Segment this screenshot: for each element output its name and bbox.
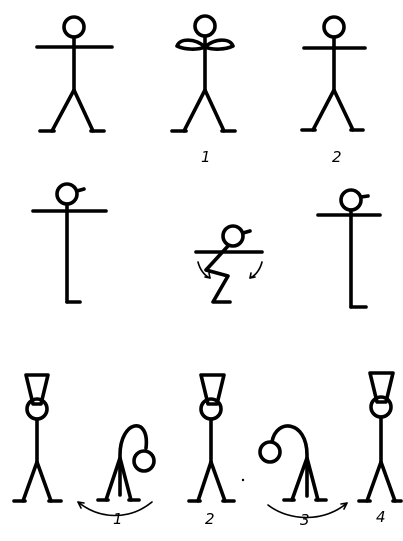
figure-bend-forward-1	[78, 426, 154, 516]
step-label-row3-2: 2	[205, 512, 215, 527]
ink-speck	[242, 479, 244, 481]
figure-arms-up-2	[189, 375, 234, 501]
step-label-row1-2: 2	[332, 150, 342, 165]
step-label-row3-3: 3	[300, 513, 310, 528]
figure-standing-one-leg-right	[318, 190, 380, 307]
step-label-row3-1: 1	[113, 512, 123, 527]
step-label-row3-4: 4	[376, 510, 386, 525]
figure-hands-on-shoulders	[172, 16, 235, 131]
figure-squat	[196, 226, 262, 302]
figure-arms-up-1	[14, 375, 61, 501]
figure-arms-up-3	[359, 373, 401, 501]
figure-bend-forward-2	[260, 426, 347, 517]
figure-arms-out-start	[37, 17, 112, 131]
step-label-row1-1: 1	[201, 150, 211, 165]
figure-arms-out-return	[302, 17, 365, 130]
figure-standing-one-leg-left	[33, 184, 106, 302]
arrow-right-down	[250, 262, 262, 278]
